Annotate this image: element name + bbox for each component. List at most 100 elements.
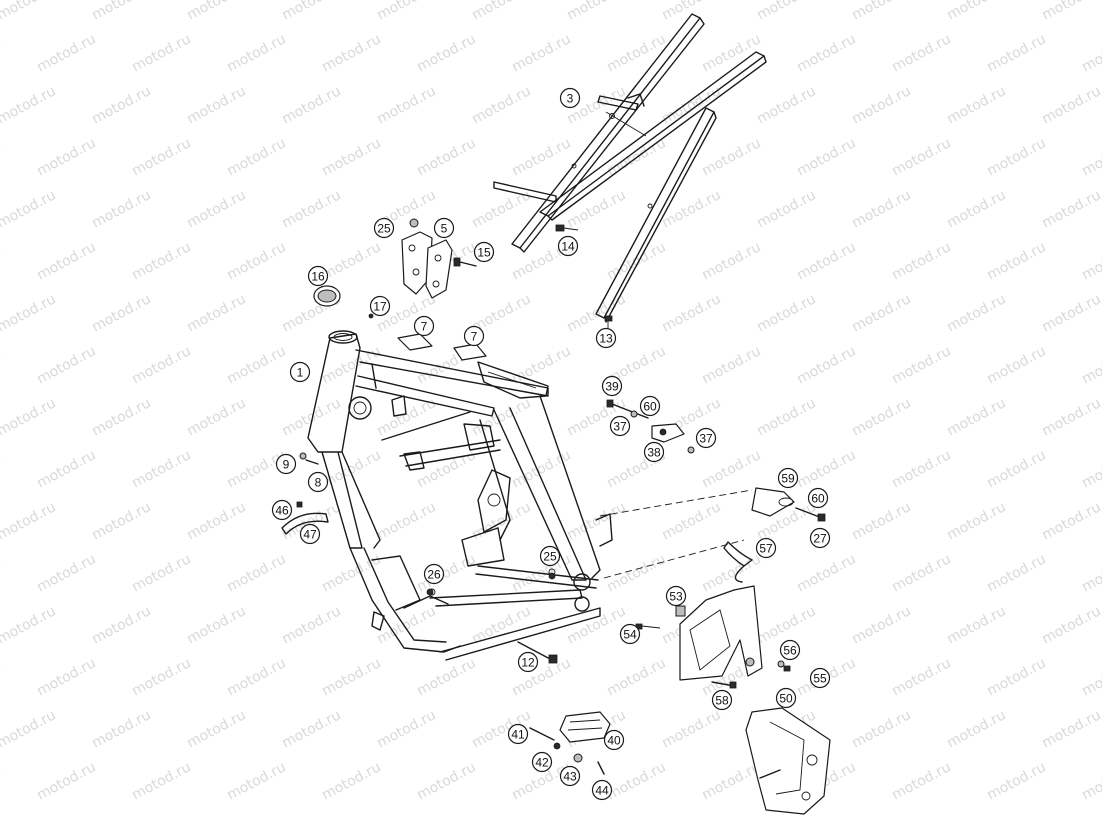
callout-label: 58 xyxy=(715,694,729,708)
side-bracket-part xyxy=(635,585,791,689)
callout-57: 57 xyxy=(755,537,777,559)
callout-label: 14 xyxy=(561,240,575,254)
callout-circle xyxy=(423,563,445,585)
callout-58: 58 xyxy=(711,689,733,711)
callout-16: 16 xyxy=(307,265,329,287)
callout-label: 37 xyxy=(613,420,627,434)
callout-circle xyxy=(307,265,329,287)
callout-13: 13 xyxy=(595,327,617,349)
callout-label: 27 xyxy=(813,532,827,546)
callout-label: 15 xyxy=(477,246,491,260)
callout-56: 56 xyxy=(779,639,801,661)
callout-circle xyxy=(755,537,777,559)
callout-label: 59 xyxy=(781,472,795,486)
callout-54: 54 xyxy=(619,623,641,645)
callout-label: 43 xyxy=(563,770,577,784)
callout-label: 7 xyxy=(421,320,428,334)
strap-part xyxy=(723,541,753,583)
callout-circle xyxy=(531,751,553,773)
nut-25 xyxy=(548,572,556,580)
callout-label: 57 xyxy=(759,542,773,556)
callout-7: 7 xyxy=(413,315,435,337)
callout-60: 60 xyxy=(807,487,829,509)
callout-circle xyxy=(557,235,579,257)
mount-38-part xyxy=(606,399,695,454)
callout-circle xyxy=(643,441,665,463)
callout-label: 46 xyxy=(275,504,289,518)
callout-50: 50 xyxy=(775,687,797,709)
callout-38: 38 xyxy=(643,441,665,463)
subframe-part xyxy=(493,13,767,323)
callout-label: 7 xyxy=(471,330,478,344)
callout-circle xyxy=(779,639,801,661)
callout-circle xyxy=(809,667,831,689)
callout-label: 17 xyxy=(373,300,387,314)
callout-label: 47 xyxy=(303,528,317,542)
callout-circle xyxy=(619,623,641,645)
callout-circle xyxy=(539,545,561,567)
callout-label: 54 xyxy=(623,628,637,642)
callout-circle xyxy=(775,687,797,709)
callout-label: 12 xyxy=(521,656,535,670)
callout-3: 3 xyxy=(559,87,581,109)
callout-label: 56 xyxy=(783,644,797,658)
callout-circle xyxy=(711,689,733,711)
callout-circle xyxy=(299,523,321,545)
callout-25: 25 xyxy=(373,217,395,239)
callout-27: 27 xyxy=(809,527,831,549)
callout-circle xyxy=(601,375,623,397)
callout-9: 9 xyxy=(275,453,297,475)
footpeg-part xyxy=(529,711,611,775)
callout-circle xyxy=(559,87,581,109)
screw-8 xyxy=(299,452,319,465)
callout-label: 1 xyxy=(297,366,304,380)
callout-circle xyxy=(517,651,539,673)
callout-circle xyxy=(695,427,717,449)
callout-circle xyxy=(271,499,293,521)
callout-circle xyxy=(639,395,661,417)
callout-8: 8 xyxy=(307,471,329,493)
callout-label: 38 xyxy=(647,446,661,460)
callout-circle xyxy=(307,471,329,493)
callout-39: 39 xyxy=(601,375,623,397)
callout-5: 5 xyxy=(433,217,455,239)
hose-part xyxy=(281,501,329,535)
callout-label: 60 xyxy=(643,400,657,414)
callout-label: 60 xyxy=(811,492,825,506)
callout-circle xyxy=(777,467,799,489)
callout-circle xyxy=(463,325,485,347)
nut-26 xyxy=(426,588,434,596)
callout-47: 47 xyxy=(299,523,321,545)
callout-label: 42 xyxy=(535,756,549,770)
callout-label: 39 xyxy=(605,380,619,394)
lower-bracket-part xyxy=(745,707,831,815)
callout-1: 1 xyxy=(289,361,311,383)
callout-40: 40 xyxy=(603,729,625,751)
callout-circle xyxy=(595,327,617,349)
callout-label: 25 xyxy=(377,222,391,236)
callout-label: 9 xyxy=(283,458,290,472)
callout-label: 16 xyxy=(311,270,325,284)
callout-59: 59 xyxy=(777,467,799,489)
callout-43: 43 xyxy=(559,765,581,787)
callout-circle xyxy=(807,487,829,509)
callout-label: 25 xyxy=(543,550,557,564)
leader-line xyxy=(603,539,745,579)
callout-circle xyxy=(603,729,625,751)
callout-label: 8 xyxy=(315,476,322,490)
callout-53: 53 xyxy=(665,585,687,607)
callout-37: 37 xyxy=(609,415,631,437)
callout-label: 40 xyxy=(607,734,621,748)
callout-41: 41 xyxy=(507,723,529,745)
engine-bracket-part xyxy=(401,218,453,299)
callout-circle xyxy=(591,779,613,801)
callout-46: 46 xyxy=(271,499,293,521)
callout-label: 5 xyxy=(441,222,448,236)
callout-label: 53 xyxy=(669,590,683,604)
mount-59-part xyxy=(751,487,826,522)
callout-circle xyxy=(433,217,455,239)
callout-44: 44 xyxy=(591,779,613,801)
callout-7: 7 xyxy=(463,325,485,347)
